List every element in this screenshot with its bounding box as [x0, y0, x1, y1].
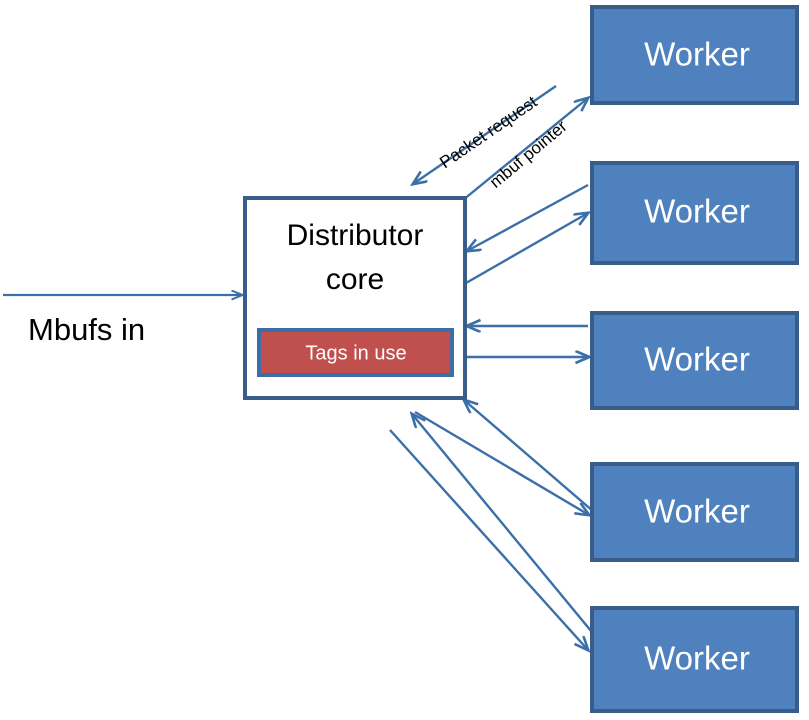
worker-4-label: Worker [644, 493, 750, 530]
worker-1-request-arrow [413, 85, 557, 184]
worker-4-rect[interactable] [590, 462, 799, 562]
tags-in-use-box[interactable]: Tags in use [257, 328, 454, 377]
worker-2-request-arrow [467, 183, 589, 251]
worker-5-mbuf-arrow [389, 429, 588, 650]
worker-1-mbuf-arrow [462, 98, 588, 201]
worker-1-label: Worker [644, 36, 750, 73]
worker-4[interactable]: Worker [590, 462, 799, 562]
distributor-core-box[interactable]: Distributor core Tags in use [243, 196, 467, 400]
worker-2[interactable]: Worker [590, 161, 799, 265]
worker-5-rect[interactable] [590, 606, 799, 713]
worker-1-connections [413, 85, 588, 201]
tags-in-use-label: Tags in use [305, 342, 406, 364]
worker-2-label: Worker [644, 193, 750, 230]
worker-5-label: Worker [644, 640, 750, 677]
worker-3-connections [466, 326, 589, 357]
worker-1-rect[interactable] [590, 5, 799, 105]
tags-in-use-rect[interactable] [257, 328, 454, 377]
worker-1[interactable]: Worker [590, 5, 799, 105]
worker-3[interactable]: Worker [590, 311, 799, 410]
mbufs-in-group: Mbufs in [3, 295, 242, 347]
worker-2-rect[interactable] [590, 161, 799, 265]
worker-3-label: Worker [644, 341, 750, 378]
distributor-core-label-line1: Distributor [287, 219, 424, 252]
worker-5[interactable]: Worker [590, 606, 799, 713]
worker-4-connections [414, 400, 595, 515]
worker-3-rect[interactable] [590, 311, 799, 410]
worker-2-connections [465, 183, 589, 285]
mbufs-in-label: Mbufs in [28, 312, 145, 347]
worker-4-request-arrow [464, 400, 595, 513]
worker-4-mbuf-arrow [414, 410, 589, 515]
worker-2-mbuf-arrow [465, 213, 588, 285]
distributor-core-label-line2: core [326, 263, 384, 296]
